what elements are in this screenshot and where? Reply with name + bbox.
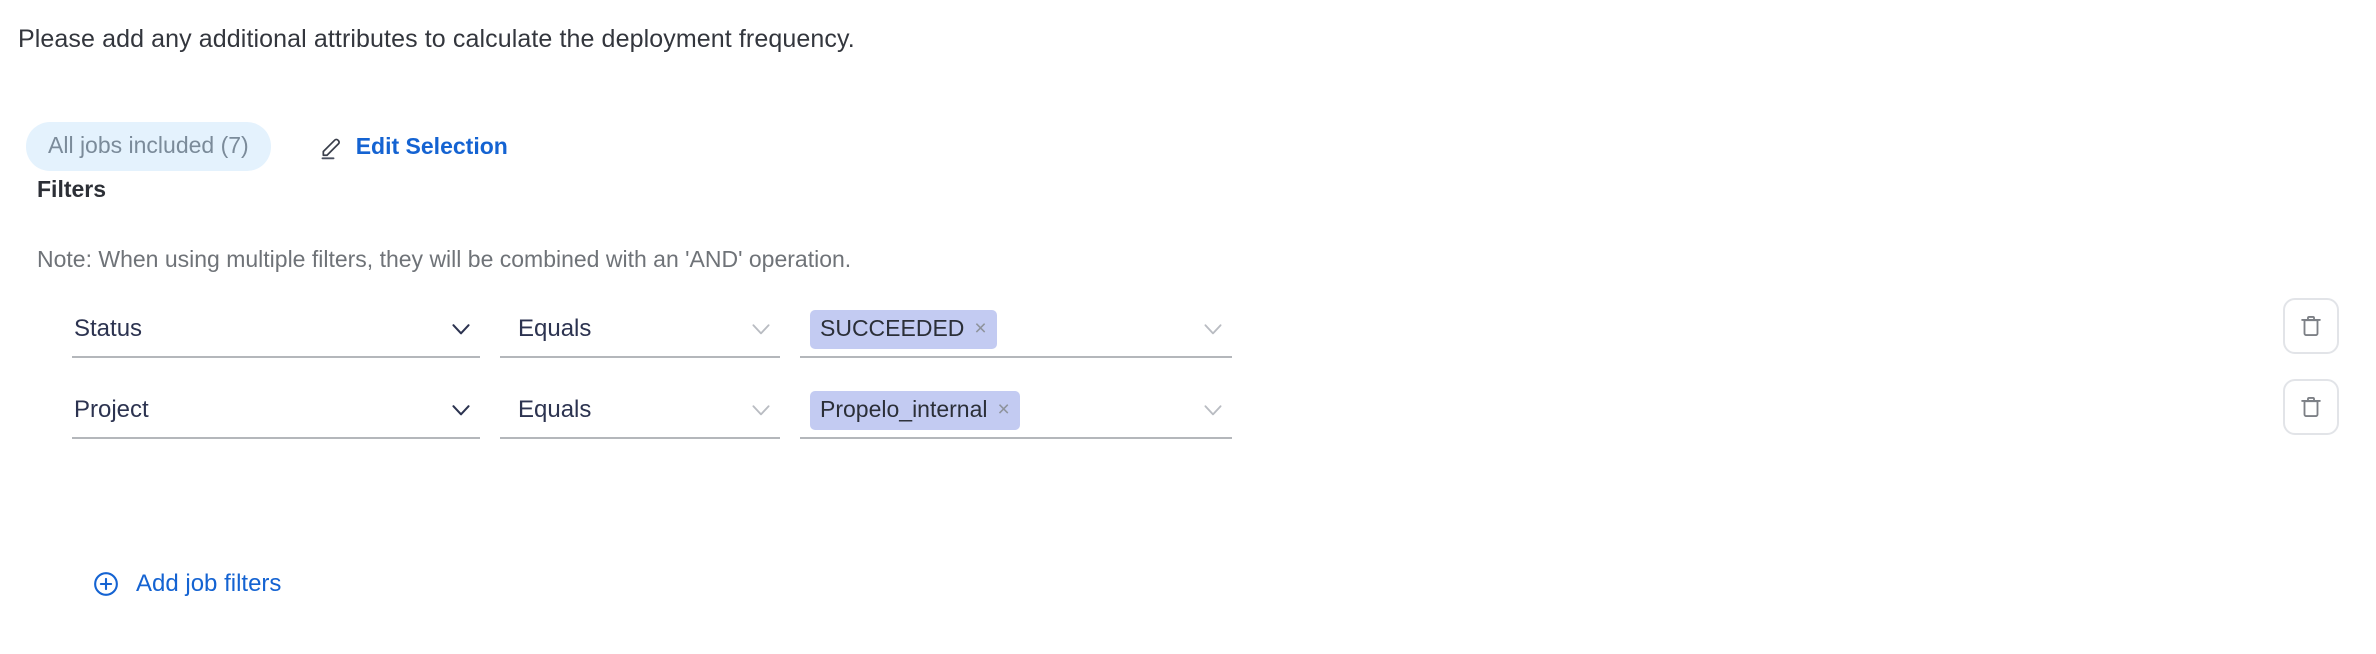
filter-row: Status Equals SUCCEEDED × (0, 298, 2376, 368)
filter-attribute-value: Project (74, 396, 149, 423)
filter-operator-value: Equals (518, 396, 592, 423)
filter-value-chip-list: Propelo_internal × (810, 390, 1200, 430)
edit-selection-label: Edit Selection (355, 133, 508, 159)
selection-summary-row: All jobs included (7) Edit Selection (26, 122, 508, 171)
jobs-included-badge: All jobs included (7) (26, 122, 271, 171)
filter-value-chip[interactable]: SUCCEEDED × (810, 309, 997, 349)
chevron-down-icon (752, 324, 770, 335)
close-icon[interactable]: × (997, 397, 1010, 421)
filter-attribute-select[interactable]: Project (72, 383, 480, 439)
filter-attribute-value: Status (74, 315, 143, 342)
trash-icon (2301, 315, 2321, 337)
filter-value-chip-label: SUCCEEDED (820, 314, 965, 341)
close-icon[interactable]: × (974, 316, 987, 340)
add-job-filters-button[interactable]: Add job filters (92, 570, 281, 598)
filter-value-select[interactable]: SUCCEEDED × (800, 302, 1232, 358)
delete-filter-button[interactable] (2283, 379, 2339, 435)
plus-circle-icon (92, 570, 120, 598)
chevron-down-icon (1204, 324, 1222, 335)
chevron-down-icon (752, 405, 770, 416)
chevron-down-icon (452, 405, 470, 416)
page-title: Please add any additional attributes to … (18, 25, 855, 53)
add-job-filters-label: Add job filters (136, 570, 282, 597)
filter-value-select[interactable]: Propelo_internal × (800, 383, 1232, 439)
pencil-icon (319, 134, 345, 160)
filter-row: Project Equals Propelo_internal × (0, 379, 2376, 449)
filter-value-chip-label: Propelo_internal (820, 395, 988, 422)
edit-selection-button[interactable]: Edit Selection (319, 134, 508, 160)
filter-operator-select[interactable]: Equals (500, 302, 780, 358)
filter-operator-value: Equals (518, 315, 592, 342)
filter-value-chip-list: SUCCEEDED × (810, 309, 1200, 349)
filter-attribute-select[interactable]: Status (72, 302, 480, 358)
chevron-down-icon (1204, 405, 1222, 416)
delete-filter-button[interactable] (2283, 298, 2339, 354)
filters-heading: Filters (37, 176, 107, 202)
filter-value-chip[interactable]: Propelo_internal × (810, 390, 1020, 430)
trash-icon (2301, 396, 2321, 418)
filters-note: Note: When using multiple filters, they … (37, 246, 852, 272)
filter-operator-select[interactable]: Equals (500, 383, 780, 439)
chevron-down-icon (452, 324, 470, 335)
